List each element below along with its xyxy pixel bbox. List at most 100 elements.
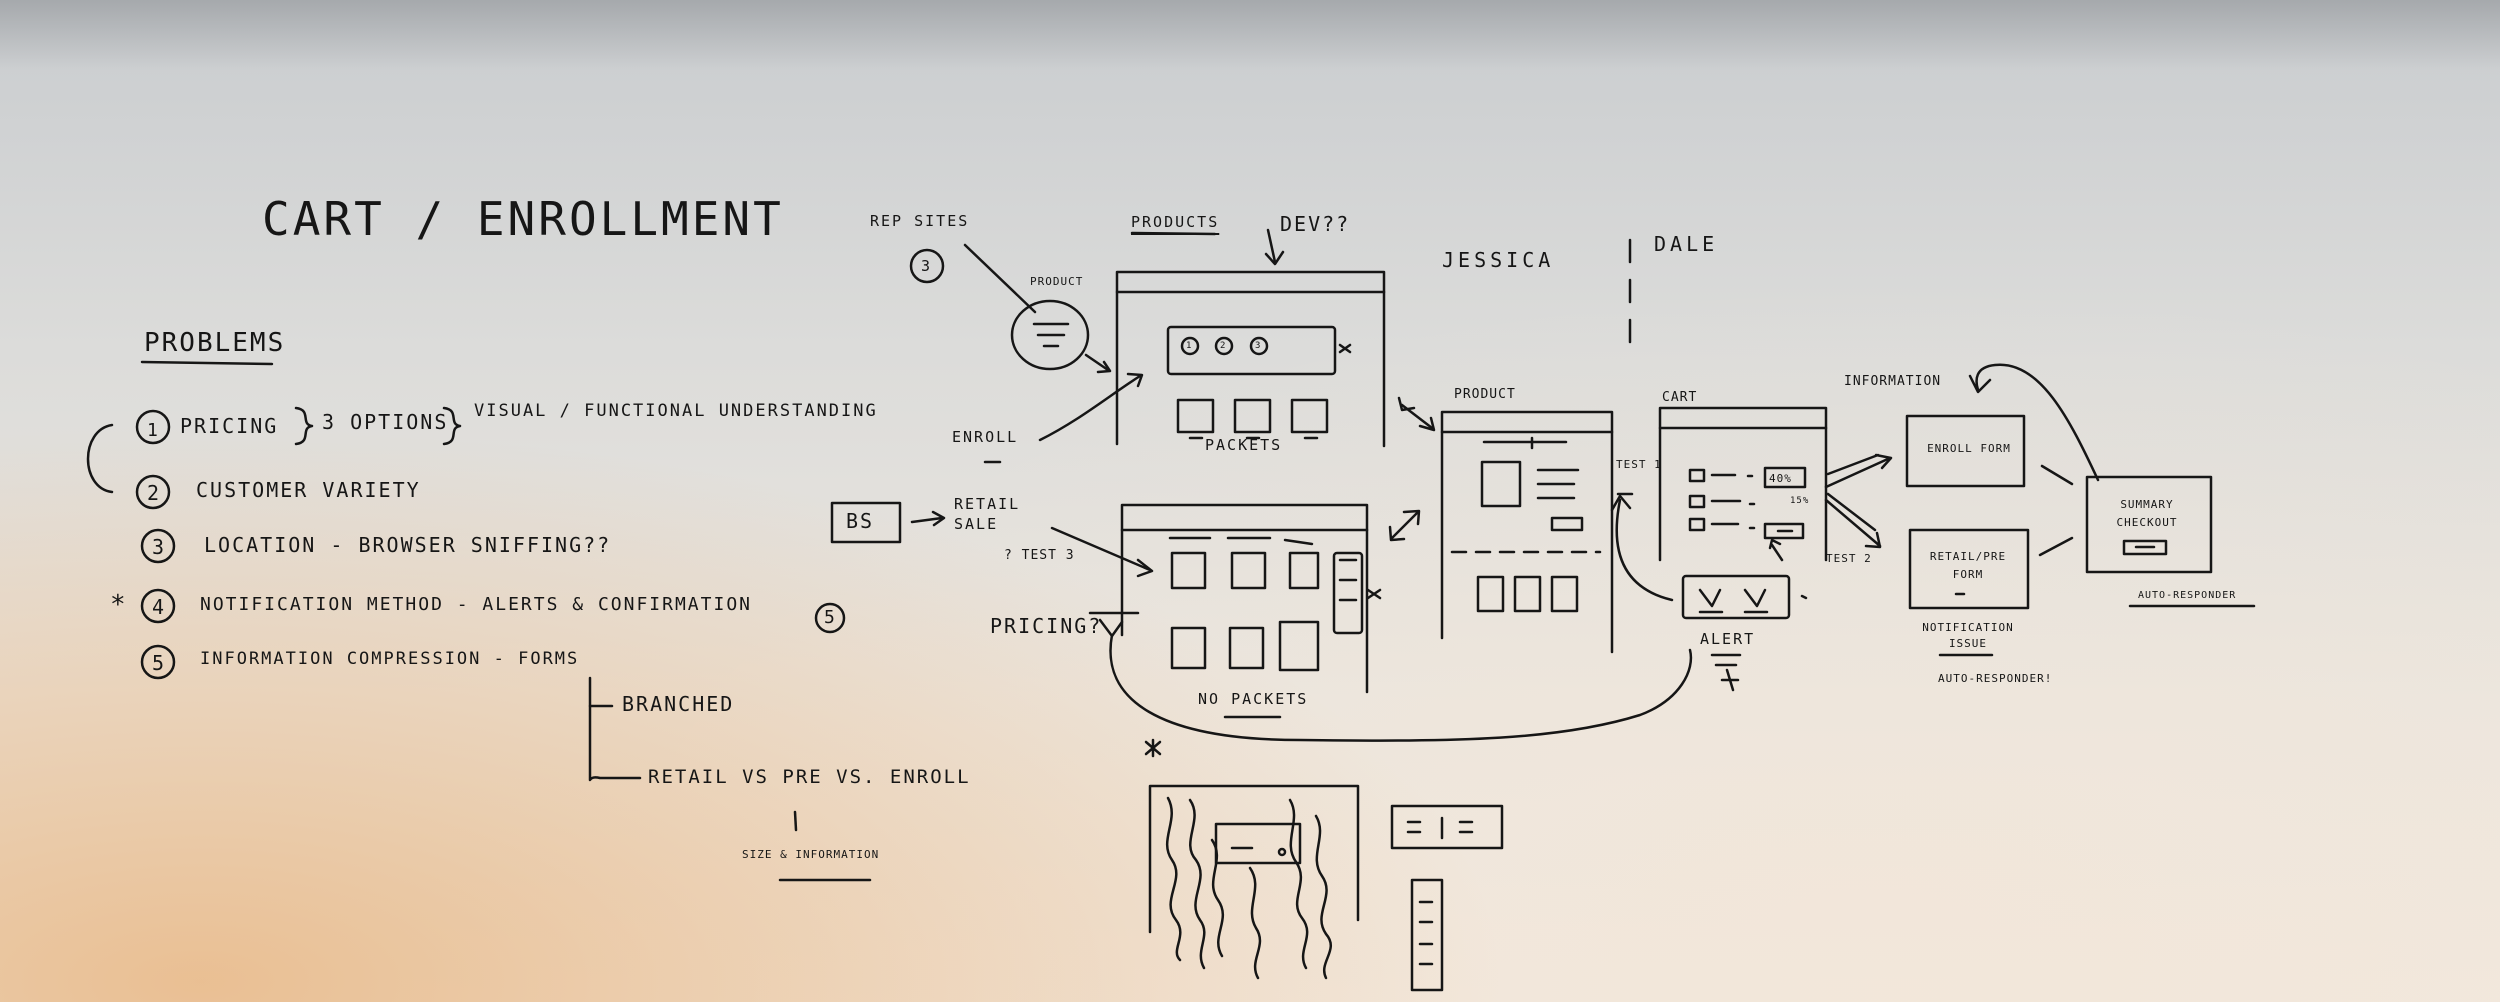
auto-responder-label: AUTO-RESPONDER: [2138, 590, 2237, 601]
form-connector-1: [2042, 466, 2072, 484]
num-circle-4: [142, 590, 174, 622]
num-3: 3: [152, 535, 167, 559]
summary-checkout-label: SUMMARY CHECKOUT: [2116, 498, 2178, 529]
bubble-arrow: [1086, 355, 1108, 370]
branch-1: BRANCHED: [622, 692, 735, 716]
sub-note: SIZE & INFORMATION: [742, 848, 880, 861]
retail-pre-form-label: RETAIL/PRE FORM: [1929, 550, 2007, 581]
star-mark: [1146, 740, 1160, 756]
wavy-right-1: [1290, 800, 1307, 968]
product-label: PRODUCT: [1454, 387, 1516, 402]
num-5: 5: [152, 651, 167, 675]
problem-item-5: INFORMATION COMPRESSION - FORMS: [200, 649, 580, 669]
cart-frame: [1660, 408, 1826, 560]
dev-label: DEV??: [1280, 212, 1351, 236]
retail-form-box: [1910, 530, 2028, 608]
num-2: 2: [147, 481, 162, 505]
test-3-label: ? TEST 3: [1004, 548, 1075, 563]
test-1-label: TEST 1: [1616, 458, 1662, 471]
enroll-form-label: ENROLL FORM: [1927, 442, 2011, 455]
retail-frame: [1122, 505, 1367, 692]
star-4: *: [110, 590, 128, 620]
loop-arrow: [1111, 635, 1691, 741]
bs-label: BS: [846, 509, 875, 533]
num-4: 4: [152, 595, 167, 619]
widget-card: [1392, 806, 1502, 848]
dev-arrow: [1268, 230, 1275, 262]
num-circle-5: [142, 646, 174, 678]
product-bubble-label: PRODUCT: [1030, 275, 1084, 288]
cart-badge-btn: [1765, 524, 1803, 538]
retail-side-panel: [1334, 553, 1362, 633]
no-packets-label: NO PACKETS: [1198, 690, 1309, 708]
notification-issue-label: NOTIFICATION ISSUE: [1922, 621, 2014, 650]
double-arrow-2: [1392, 512, 1418, 538]
cart-arrow: [1772, 545, 1782, 560]
problems-bracket: [88, 425, 112, 492]
problems-underline: [142, 362, 272, 364]
alert-label: ALERT: [1700, 630, 1756, 648]
sub-tick: [795, 812, 796, 830]
packet-tile-2: [1235, 400, 1270, 432]
jessica-label: JESSICA: [1442, 248, 1555, 272]
packets-label: PACKETS: [1205, 436, 1283, 454]
bs-arrow: [912, 518, 942, 522]
problem-item-1: PRICING: [180, 414, 279, 438]
option-id-1: 1: [1186, 341, 1192, 351]
summary-checkout-box: [2087, 477, 2211, 572]
num-circle-3: [142, 530, 174, 562]
mobile-modal: [1216, 824, 1300, 863]
retail-arrow: [1052, 528, 1150, 570]
test-2-label: TEST 2: [1826, 552, 1872, 565]
products-underline: [1132, 233, 1215, 234]
num-circle-5b: [816, 604, 844, 632]
option-id-2: 2: [1220, 341, 1226, 351]
form-connector-2: [2040, 538, 2072, 555]
packet-tile-3: [1292, 400, 1327, 432]
branch-2: RETAIL VS PRE VS. ENROLL: [648, 766, 971, 788]
num-1: 1: [147, 420, 159, 441]
enroll-label: ENROLL: [952, 428, 1019, 446]
product-frame: [1442, 412, 1612, 652]
problems-heading: PROBLEMS: [144, 328, 286, 358]
problem-item-4: NOTIFICATION METHOD - ALERTS & CONFIRMAT…: [200, 594, 752, 615]
alert-marks: [1712, 655, 1740, 690]
rep-sites-circle: [911, 250, 943, 282]
cart-to-enroll-arrow: [1826, 458, 1890, 487]
information-label: INFORMATION: [1844, 374, 1942, 389]
rep-sites-num: 3: [921, 257, 933, 275]
alert-box: [1683, 576, 1789, 618]
bs-box: [832, 503, 900, 542]
pricing-note: 3 OPTIONS: [322, 410, 449, 434]
enroll-form-box: [1907, 416, 2024, 486]
num-circle-1: [137, 411, 169, 443]
products-banner: [1168, 327, 1335, 374]
cart-badge-40: [1765, 468, 1805, 487]
packet-tile-1: [1178, 400, 1213, 432]
product-bubble: [1012, 301, 1088, 369]
mobile-frame: [1150, 786, 1358, 932]
confirmation-ref: 5: [824, 607, 837, 628]
pricing-question: PRICING?: [990, 614, 1103, 638]
widget-tall: [1412, 880, 1442, 990]
rep-sites-label: REP SITES: [870, 212, 970, 230]
brace-1: [296, 408, 312, 444]
brace-2: [444, 408, 460, 444]
board-title: CART / ENROLLMENT: [262, 192, 784, 246]
test-arrow: [1617, 500, 1672, 600]
option-id-3: 3: [1255, 341, 1261, 351]
wavy-left-1: [1167, 798, 1180, 960]
num-circle-2: [137, 476, 169, 508]
info-loop-arrow: [1977, 365, 2098, 480]
pricing-result: VISUAL / FUNCTIONAL UNDERSTANDING: [474, 401, 878, 421]
branch-line: [590, 678, 640, 780]
problem-item-2: CUSTOMER VARIETY: [196, 478, 421, 502]
cart-label: CART: [1662, 390, 1698, 405]
discount-15: 15%: [1790, 496, 1810, 506]
enroll-arrow: [1040, 376, 1140, 440]
retail-sale-label: RETAIL SALE: [954, 495, 1021, 533]
products-frame: [1117, 272, 1384, 446]
rep-sites-line: [965, 245, 1035, 312]
